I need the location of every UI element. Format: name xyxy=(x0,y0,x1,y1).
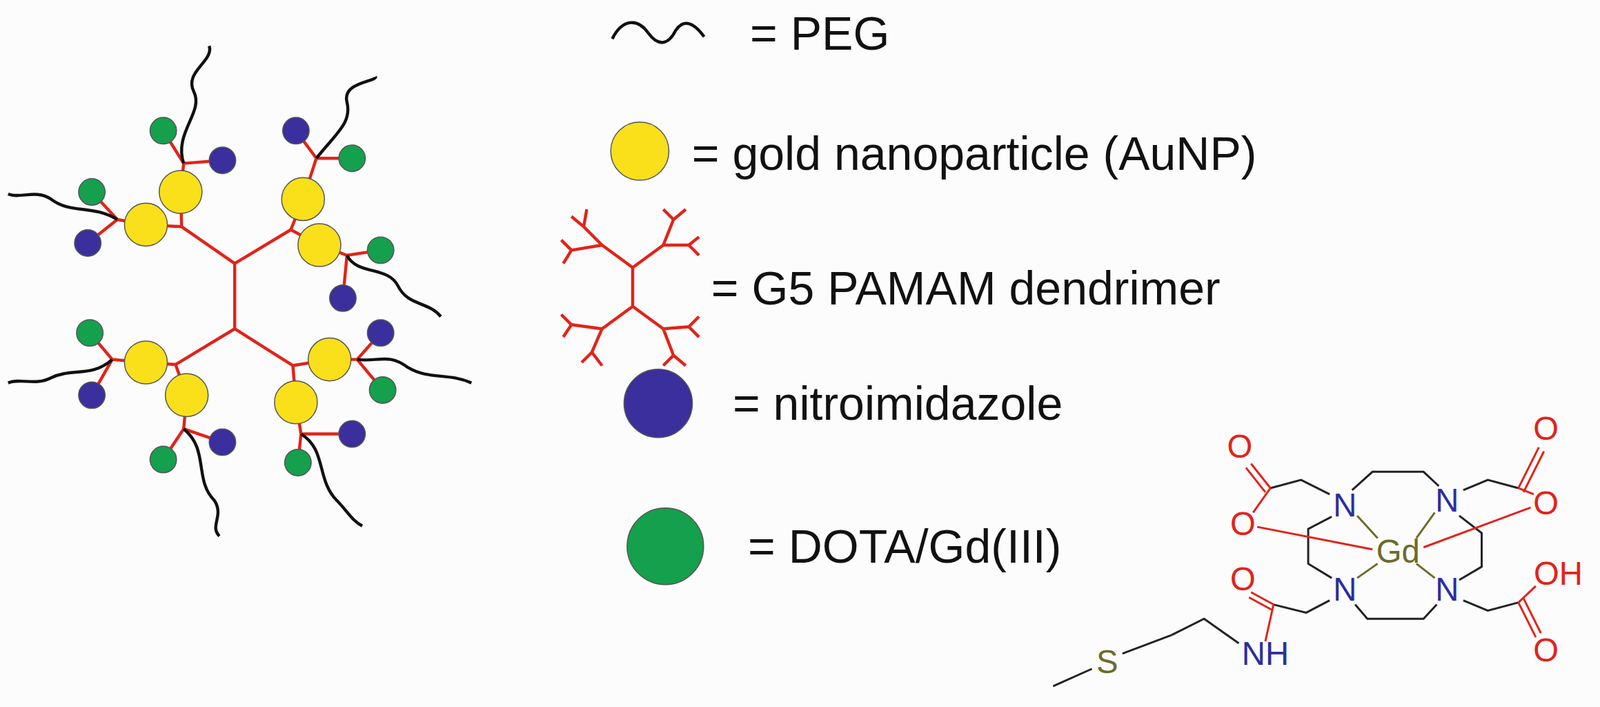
legend-text: = G5 PAMAM dendrimer xyxy=(711,264,1221,312)
atom-label: O xyxy=(1533,412,1559,446)
atom-label: OH xyxy=(1533,557,1583,590)
atom-label: O xyxy=(1533,486,1559,519)
atom-label: O xyxy=(1230,562,1256,595)
atom-label: O xyxy=(1533,633,1559,666)
dendrimer-decorations xyxy=(74,117,397,476)
legend-text: = DOTA/Gd(III) xyxy=(747,522,1062,570)
legend-text: = nitroimidazole xyxy=(732,379,1063,427)
atom-label: O xyxy=(1230,507,1256,540)
legend-swatch xyxy=(609,121,670,181)
chem-coordination xyxy=(1357,511,1435,578)
atom-label: O xyxy=(1227,429,1253,463)
atom-label: N xyxy=(1332,488,1357,521)
chem-oxygen-bonds xyxy=(1246,447,1545,641)
legend-text: = gold nanoparticle (AuNP) xyxy=(692,129,1258,177)
peg-chains xyxy=(8,46,472,537)
legend-swatch xyxy=(623,368,694,439)
atom-label: S xyxy=(1096,645,1119,678)
legend-text: = PEG xyxy=(749,10,890,58)
atom-label: NH xyxy=(1241,636,1289,670)
atom-label: N xyxy=(1332,572,1357,606)
atom-label: Gd xyxy=(1376,534,1420,568)
atom-label: N xyxy=(1435,572,1459,606)
atom-label: N xyxy=(1435,483,1459,517)
dendrimer-branches xyxy=(87,130,383,463)
peg-sample xyxy=(611,22,704,43)
chem-bonds xyxy=(1052,471,1518,686)
legend-swatch xyxy=(626,507,704,585)
dendrimer-sample xyxy=(560,209,699,365)
